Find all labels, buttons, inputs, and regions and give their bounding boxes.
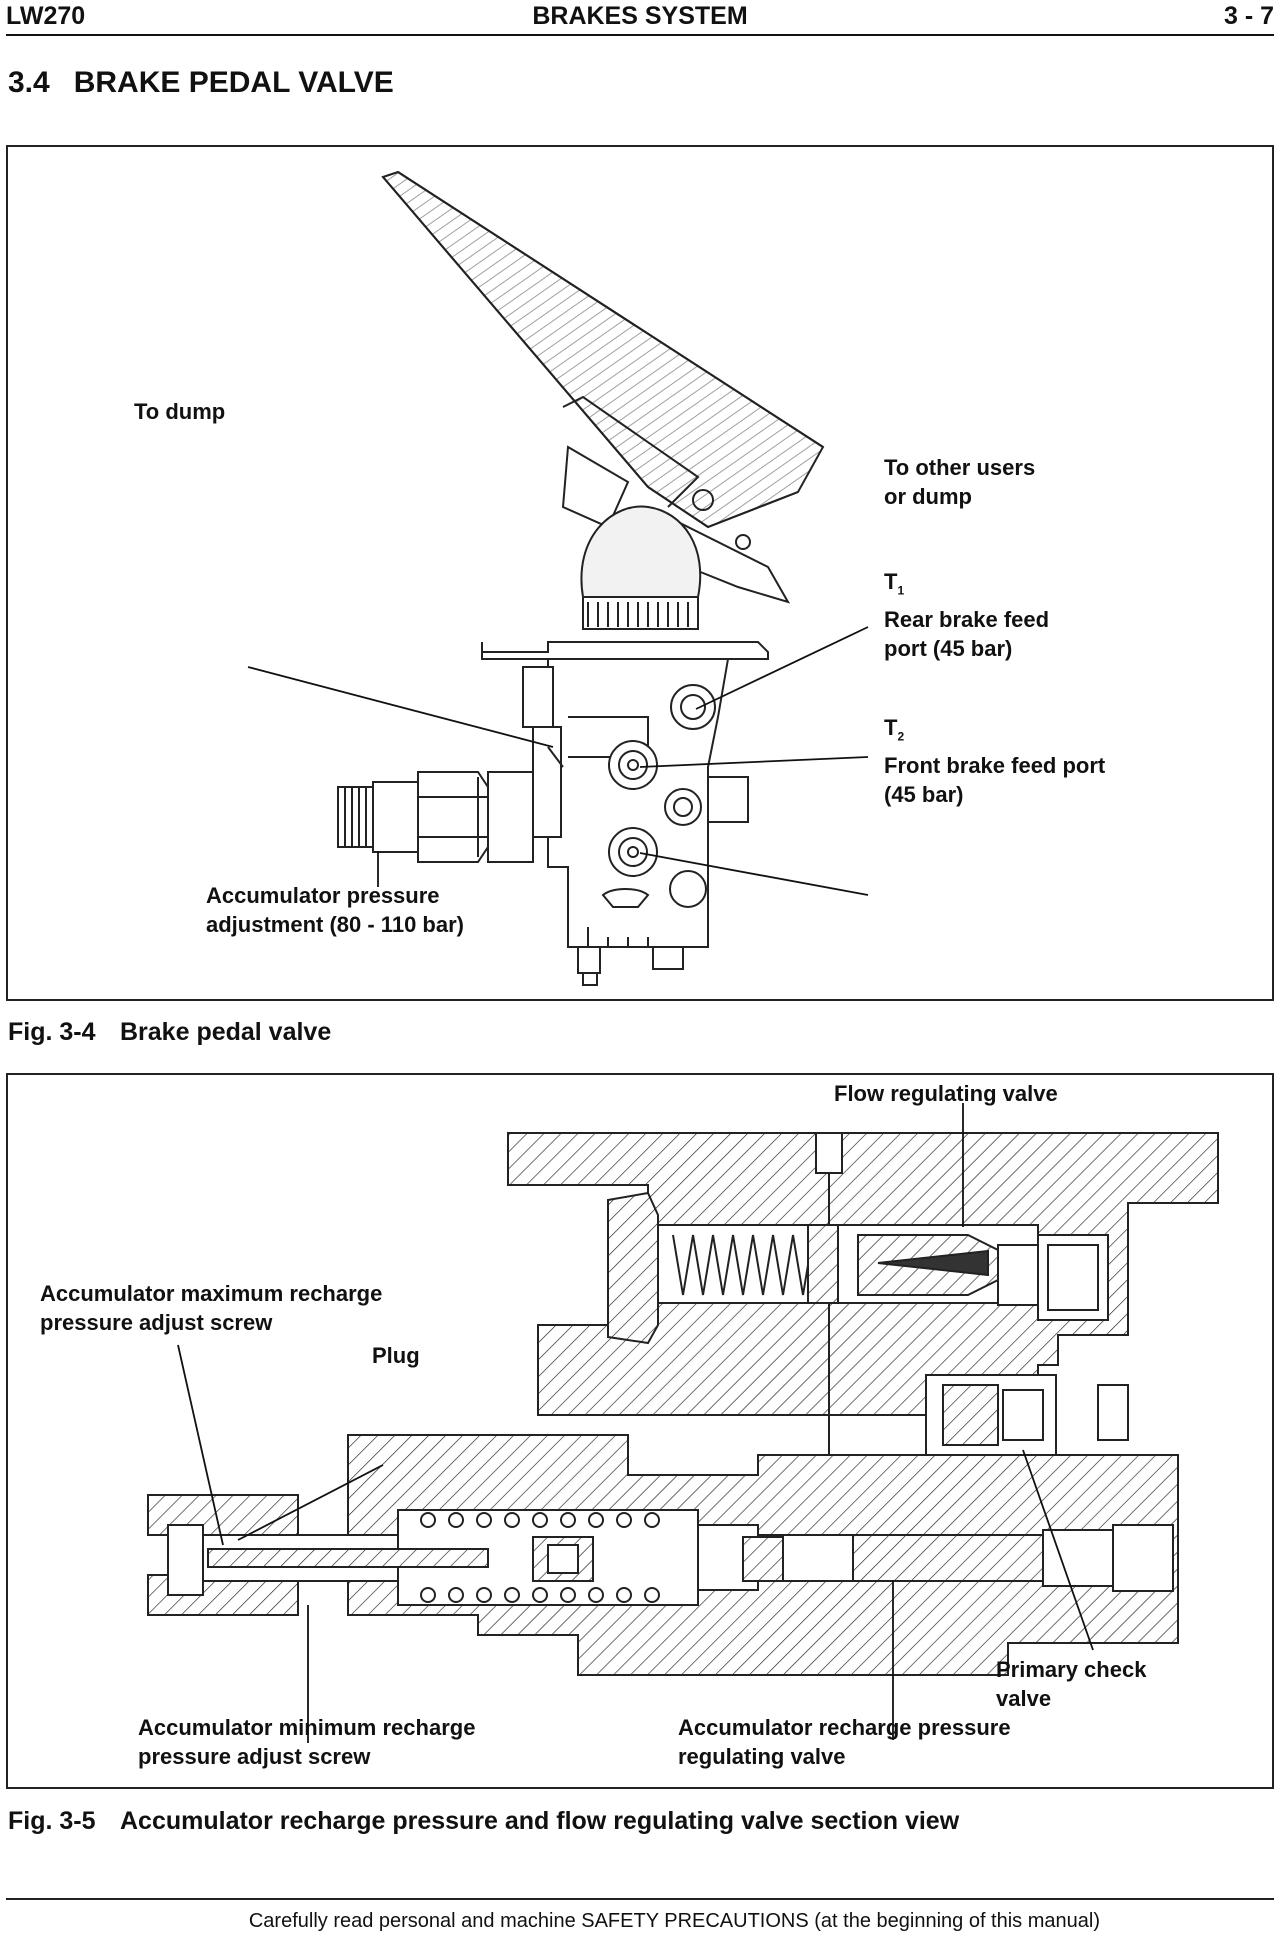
section-view-drawing bbox=[147, 1103, 1219, 1743]
label-line: adjustment (80 - 110 bar) bbox=[206, 912, 464, 937]
label-line: Accumulator maximum recharge bbox=[40, 1281, 383, 1306]
label-max-recharge-screw: Accumulator maximum recharge pressure ad… bbox=[40, 1279, 382, 1337]
label-port-letter: T bbox=[884, 569, 898, 594]
label-line: pressure adjust screw bbox=[138, 1744, 371, 1769]
model-name: LW270 bbox=[6, 2, 86, 30]
page-number: 3 - 7 bbox=[1223, 2, 1274, 30]
label-min-recharge-screw: Accumulator minimum recharge pressure ad… bbox=[138, 1713, 475, 1771]
label-line: valve bbox=[996, 1686, 1052, 1711]
label-port-index: 1 bbox=[897, 583, 905, 598]
label-line: Accumulator recharge pressure bbox=[678, 1715, 1011, 1740]
footer-divider bbox=[6, 1898, 1274, 1900]
section-title: BRAKE PEDAL VALVE bbox=[73, 66, 394, 99]
label-to-dump: To dump bbox=[134, 399, 226, 424]
label-t2: T2 bbox=[884, 713, 1105, 751]
label-line: Rear brake feed bbox=[884, 607, 1050, 633]
page-header: LW270 BRAKES SYSTEM 3 - 7 bbox=[6, 0, 1274, 36]
label-line: Front brake feed port bbox=[884, 753, 1106, 779]
label-line: Primary check bbox=[996, 1657, 1147, 1682]
label-line: Accumulator minimum recharge bbox=[138, 1715, 476, 1740]
label-line: regulating valve bbox=[678, 1744, 846, 1769]
section-number: 3.4 bbox=[8, 66, 50, 99]
figure-brake-pedal-valve: To dump To other users or dump T1 Rear b… bbox=[6, 145, 1274, 1001]
brake-pedal-valve-drawing bbox=[247, 170, 869, 986]
label-plug: Plug bbox=[372, 1343, 420, 1368]
footer-note: Carefully read personal and machine SAFE… bbox=[248, 1910, 1100, 1932]
label-line: pressure adjust screw bbox=[40, 1310, 273, 1335]
figure-caption-text: Brake pedal valve bbox=[120, 1018, 332, 1046]
section-heading: 3.4 BRAKE PEDAL VALVE bbox=[8, 66, 394, 100]
label-t1-rear-brake: T1 Rear brake feed port (45 bar) bbox=[884, 567, 1049, 663]
figure-caption: Fig. 3-4 Brake pedal valve bbox=[8, 1018, 331, 1047]
label-line: or dump bbox=[884, 484, 972, 509]
label-flow-regulating-valve: Flow regulating valve bbox=[834, 1081, 1058, 1106]
label-recharge-regulating-valve: Accumulator recharge pressure regulating… bbox=[678, 1713, 1011, 1771]
label-t2-front-brake: T2 Front brake feed port (45 bar) bbox=[884, 713, 1105, 809]
label-line: port (45 bar) bbox=[884, 636, 1013, 662]
label-line: (45 bar) bbox=[884, 782, 964, 808]
label-t1: T1 bbox=[884, 567, 1049, 605]
label-port-index: 2 bbox=[897, 729, 905, 744]
label-accumulator-adjustment: Accumulator pressure adjustment (80 - 11… bbox=[206, 881, 464, 939]
label-port-letter: T bbox=[884, 715, 898, 740]
figure-number: Fig. 3-4 bbox=[8, 1018, 96, 1046]
label-line: Accumulator pressure bbox=[206, 883, 440, 908]
chapter-title: BRAKES SYSTEM bbox=[532, 2, 748, 30]
label-primary-check-valve: Primary check valve bbox=[996, 1655, 1146, 1713]
label-line: To other users bbox=[884, 455, 1036, 480]
figure-number: Fig. 3-5 bbox=[8, 1807, 96, 1835]
figure-section-view: Flow regulating valve Accumulator maximu… bbox=[6, 1073, 1274, 1789]
figure-caption-text: Accumulator recharge pressure and flow r… bbox=[120, 1807, 960, 1835]
figure-caption: Fig. 3-5 Accumulator recharge pressure an… bbox=[8, 1807, 959, 1836]
label-to-other-users: To other users or dump bbox=[884, 453, 1035, 511]
